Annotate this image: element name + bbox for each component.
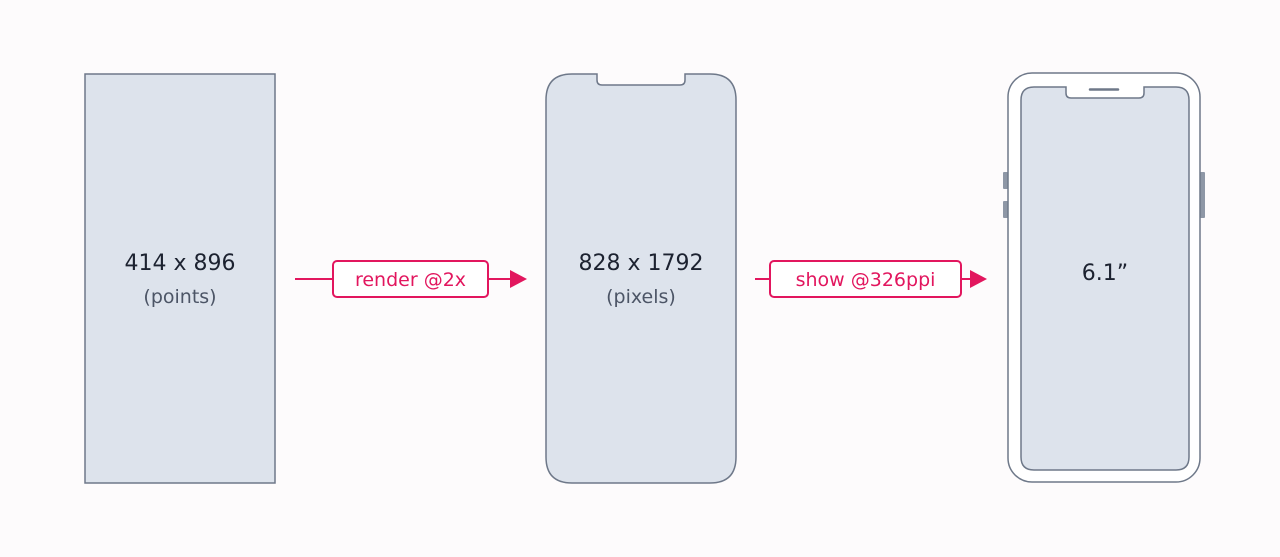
points-rectangle <box>84 73 276 484</box>
phone-power-button <box>1200 172 1205 218</box>
phone-device: 6.1” <box>1003 72 1205 483</box>
show-label: show @326ppi <box>796 269 936 291</box>
render-arrow-head <box>510 270 527 288</box>
show-arrow-head <box>970 270 987 288</box>
points-dimensions: 414 x 896 <box>125 251 236 276</box>
render-label: render @2x <box>355 269 466 291</box>
points-unit: (points) <box>143 286 216 308</box>
phone-side-button-lower <box>1003 201 1008 218</box>
phone-side-button-upper <box>1003 172 1008 189</box>
pixels-dimensions: 828 x 1792 <box>579 251 704 276</box>
render-arrow: render @2x <box>295 260 527 298</box>
pixels-unit: (pixels) <box>606 286 676 308</box>
points-frame: 414 x 896 (points) <box>84 73 276 484</box>
phone-screen <box>1020 86 1190 471</box>
pixels-frame: 828 x 1792 (pixels) <box>545 73 737 484</box>
phone-screen-size: 6.1” <box>1082 261 1128 286</box>
show-arrow: show @326ppi <box>755 260 987 298</box>
pixels-screen-shape <box>545 73 737 484</box>
